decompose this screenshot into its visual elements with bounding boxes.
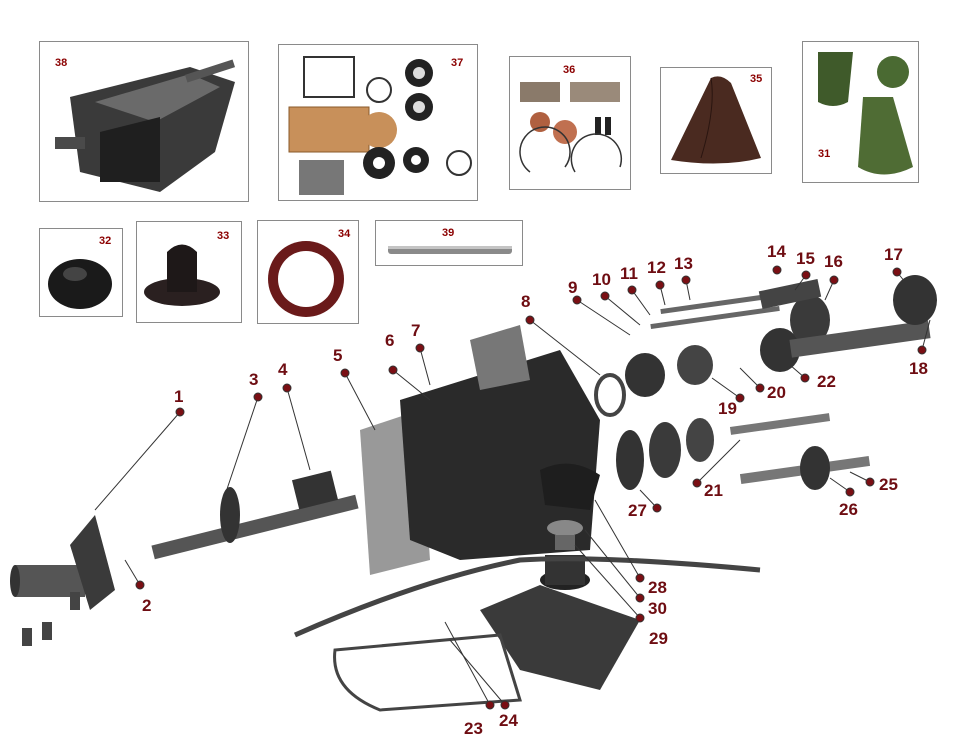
inset-label-32: 32 — [99, 235, 112, 247]
shift-boot-spring — [540, 463, 600, 550]
callout-7: 7 — [411, 321, 421, 340]
gasket-kit-image — [288, 56, 472, 195]
inset-label-33: 33 — [217, 230, 230, 242]
callout-21: 21 — [704, 481, 723, 500]
inset-37-gasket-seal-kit[interactable]: 37 — [278, 44, 478, 201]
boot-mount-image — [144, 244, 220, 306]
inset-label-37: 37 — [451, 57, 464, 69]
inset-38-transmission-assembly[interactable]: 38 — [39, 41, 249, 202]
shaft-image — [388, 246, 512, 254]
shift-cover — [480, 555, 640, 690]
reverse-idler — [739, 446, 871, 490]
callout-5: 5 — [333, 346, 343, 365]
callout-24: 24 — [499, 711, 518, 730]
inset-label-38: 38 — [55, 57, 68, 69]
callout-30: 30 — [648, 599, 667, 618]
callout-23: 23 — [464, 719, 483, 738]
gasket-image — [268, 241, 344, 317]
inset-label-31: 31 — [818, 148, 831, 160]
cap-image — [48, 259, 112, 309]
callout-27: 27 — [628, 501, 647, 520]
callout-3: 3 — [249, 370, 259, 389]
bolts — [22, 592, 80, 646]
rebuild-kit-image — [519, 82, 623, 173]
callout-13: 13 — [674, 254, 693, 273]
callout-8: 8 — [521, 292, 531, 311]
inset-32-cap[interactable]: 32 — [39, 228, 123, 317]
callout-16: 16 — [824, 252, 843, 271]
callout-19: 19 — [718, 399, 737, 418]
cover-gasket — [333, 633, 522, 712]
callout-6: 6 — [385, 331, 395, 350]
callout-10: 10 — [592, 270, 611, 289]
shift-lever — [293, 556, 761, 638]
inset-label-34: 34 — [338, 228, 351, 240]
callout-9: 9 — [568, 278, 578, 297]
callout-26: 26 — [839, 500, 858, 519]
inset-36-rebuild-kit[interactable]: 36 — [509, 56, 631, 190]
inset-31-shift-boots[interactable]: 31 — [802, 41, 919, 183]
inset-39-shaft[interactable]: 39 — [375, 220, 523, 266]
callout-17: 17 — [884, 245, 903, 264]
callout-25: 25 — [879, 475, 898, 494]
callout-14: 14 — [767, 242, 786, 261]
callout-20: 20 — [767, 383, 786, 402]
countershaft-cluster — [616, 413, 831, 490]
callout-1: 1 — [174, 387, 184, 406]
front-bearing-retainer — [10, 515, 115, 610]
inset-label-35: 35 — [750, 73, 763, 85]
rubber-boots-image — [818, 52, 913, 175]
callout-2: 2 — [142, 596, 152, 615]
inset-33-boot-mount[interactable]: 33 — [136, 221, 242, 323]
inset-label-39: 39 — [442, 227, 455, 239]
transmission-assembly-image — [55, 59, 236, 192]
shift-boot-image — [671, 76, 761, 164]
transmission-case — [400, 325, 600, 560]
inset-35-shift-boot[interactable]: 35 — [660, 67, 772, 174]
input-shaft — [151, 470, 359, 560]
callout-12: 12 — [647, 258, 666, 277]
callout-4: 4 — [278, 360, 288, 379]
callout-22: 22 — [817, 372, 836, 391]
callout-15: 15 — [796, 249, 815, 268]
callout-28: 28 — [648, 578, 667, 597]
callout-29: 29 — [649, 629, 668, 648]
mainshaft-group — [594, 275, 937, 417]
callout-11: 11 — [620, 264, 638, 283]
callout-18: 18 — [909, 359, 928, 378]
inset-34-gasket[interactable]: 34 — [257, 220, 359, 324]
inset-label-36: 36 — [563, 64, 576, 76]
